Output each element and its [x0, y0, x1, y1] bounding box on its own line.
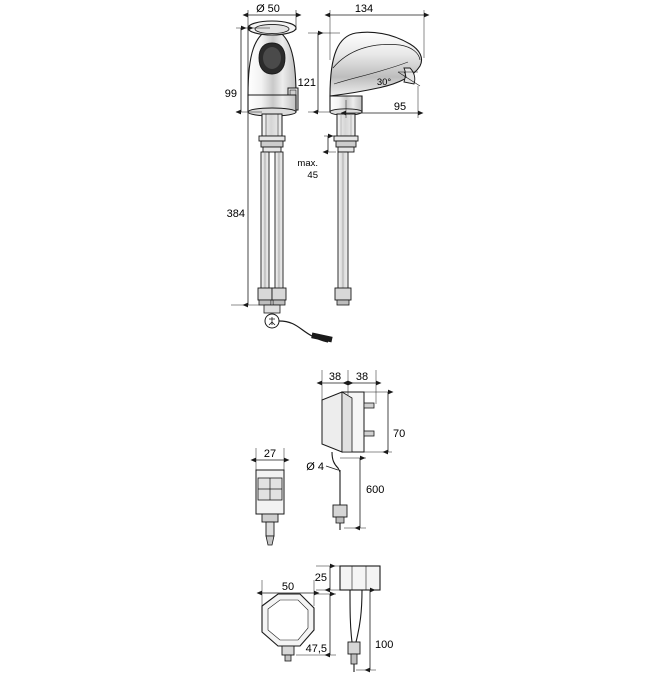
dimension-label-25: 25: [315, 572, 327, 584]
dimension-label-47-5: 47,5: [306, 643, 327, 655]
front-view-dimensions: Ø 50 99 384: [225, 3, 302, 308]
power-supply-view: [321, 391, 375, 530]
power-supply-dimensions: 38 38 70 Ø 4 600: [306, 370, 405, 531]
dimension-label-diameter-4: Ø 4: [306, 461, 324, 473]
control-unit-dimensions: 25 50 47,5 100: [256, 563, 393, 673]
dimension-label-95: 95: [394, 101, 406, 113]
control-unit-view: [261, 565, 381, 672]
battery-box-view: [255, 469, 285, 546]
dimension-label-100: 100: [375, 639, 393, 651]
battery-box-dimensions: 27: [250, 448, 290, 472]
dimension-label-600: 600: [366, 484, 384, 496]
dimension-label-27: 27: [264, 448, 276, 460]
dimension-label-45: 45: [307, 170, 318, 181]
dimension-label-diameter-50: Ø 50: [256, 3, 280, 15]
side-view-dimensions: 134 121 95 30° max. 45: [297, 3, 430, 181]
front-view-mixer: [247, 20, 333, 343]
side-view-mixer: [329, 31, 423, 306]
dimension-label-38-left: 38: [329, 371, 341, 383]
dimension-label-99: 99: [225, 88, 237, 100]
dimension-label-70: 70: [393, 428, 405, 440]
dimension-label-384: 384: [227, 208, 245, 220]
dimension-label-134: 134: [355, 3, 373, 15]
dimension-label-max: max.: [297, 158, 318, 169]
dimension-label-38-right: 38: [356, 371, 368, 383]
dimension-label-121: 121: [298, 77, 316, 89]
dimension-label-50: 50: [282, 581, 294, 593]
dimension-label-30-degrees: 30°: [377, 77, 392, 88]
